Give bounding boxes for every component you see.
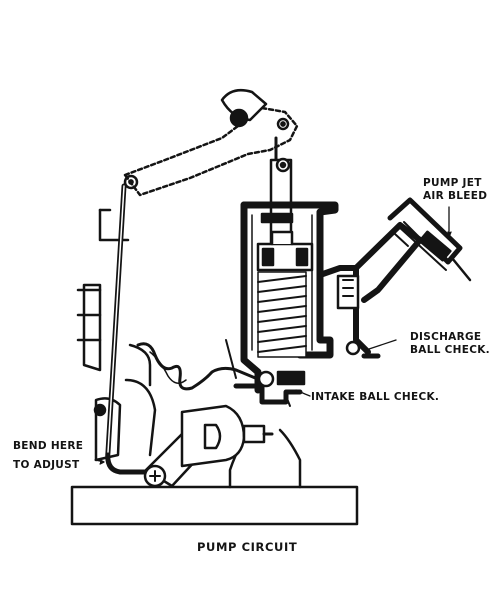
bend-here-label-line1: BEND HERE xyxy=(13,440,84,452)
bend-here-label: BEND HERE TO ADJUST xyxy=(13,437,83,475)
pump-jet-air-bleed-label: PUMP JET AIR BLEED xyxy=(423,177,487,203)
figure-caption: PUMP CIRCUIT xyxy=(197,540,298,554)
pump-jet-label-line1: PUMP JET xyxy=(423,177,482,189)
leader-lines xyxy=(94,206,452,465)
pump-spring xyxy=(257,271,307,358)
throttle-lever xyxy=(123,89,299,197)
pump-jet-label-line2: AIR BLEED xyxy=(423,190,488,202)
intake-ball-check xyxy=(233,370,306,407)
intake-ball-check-label: INTAKE BALL CHECK. xyxy=(311,391,440,403)
pump-jet-arm xyxy=(353,197,472,303)
discharge-label-line1: DISCHARGE xyxy=(410,331,482,343)
intake-passage xyxy=(136,342,262,391)
pump-plunger xyxy=(256,230,314,272)
bend-here-label-line2: TO ADJUST xyxy=(13,459,80,471)
throttle-shaft-arm xyxy=(143,404,274,488)
discharge-label-line2: BALL CHECK. xyxy=(410,344,490,356)
pump-link-rod xyxy=(105,183,149,475)
discharge-ball-check-label: DISCHARGE BALL CHECK. xyxy=(410,331,490,357)
